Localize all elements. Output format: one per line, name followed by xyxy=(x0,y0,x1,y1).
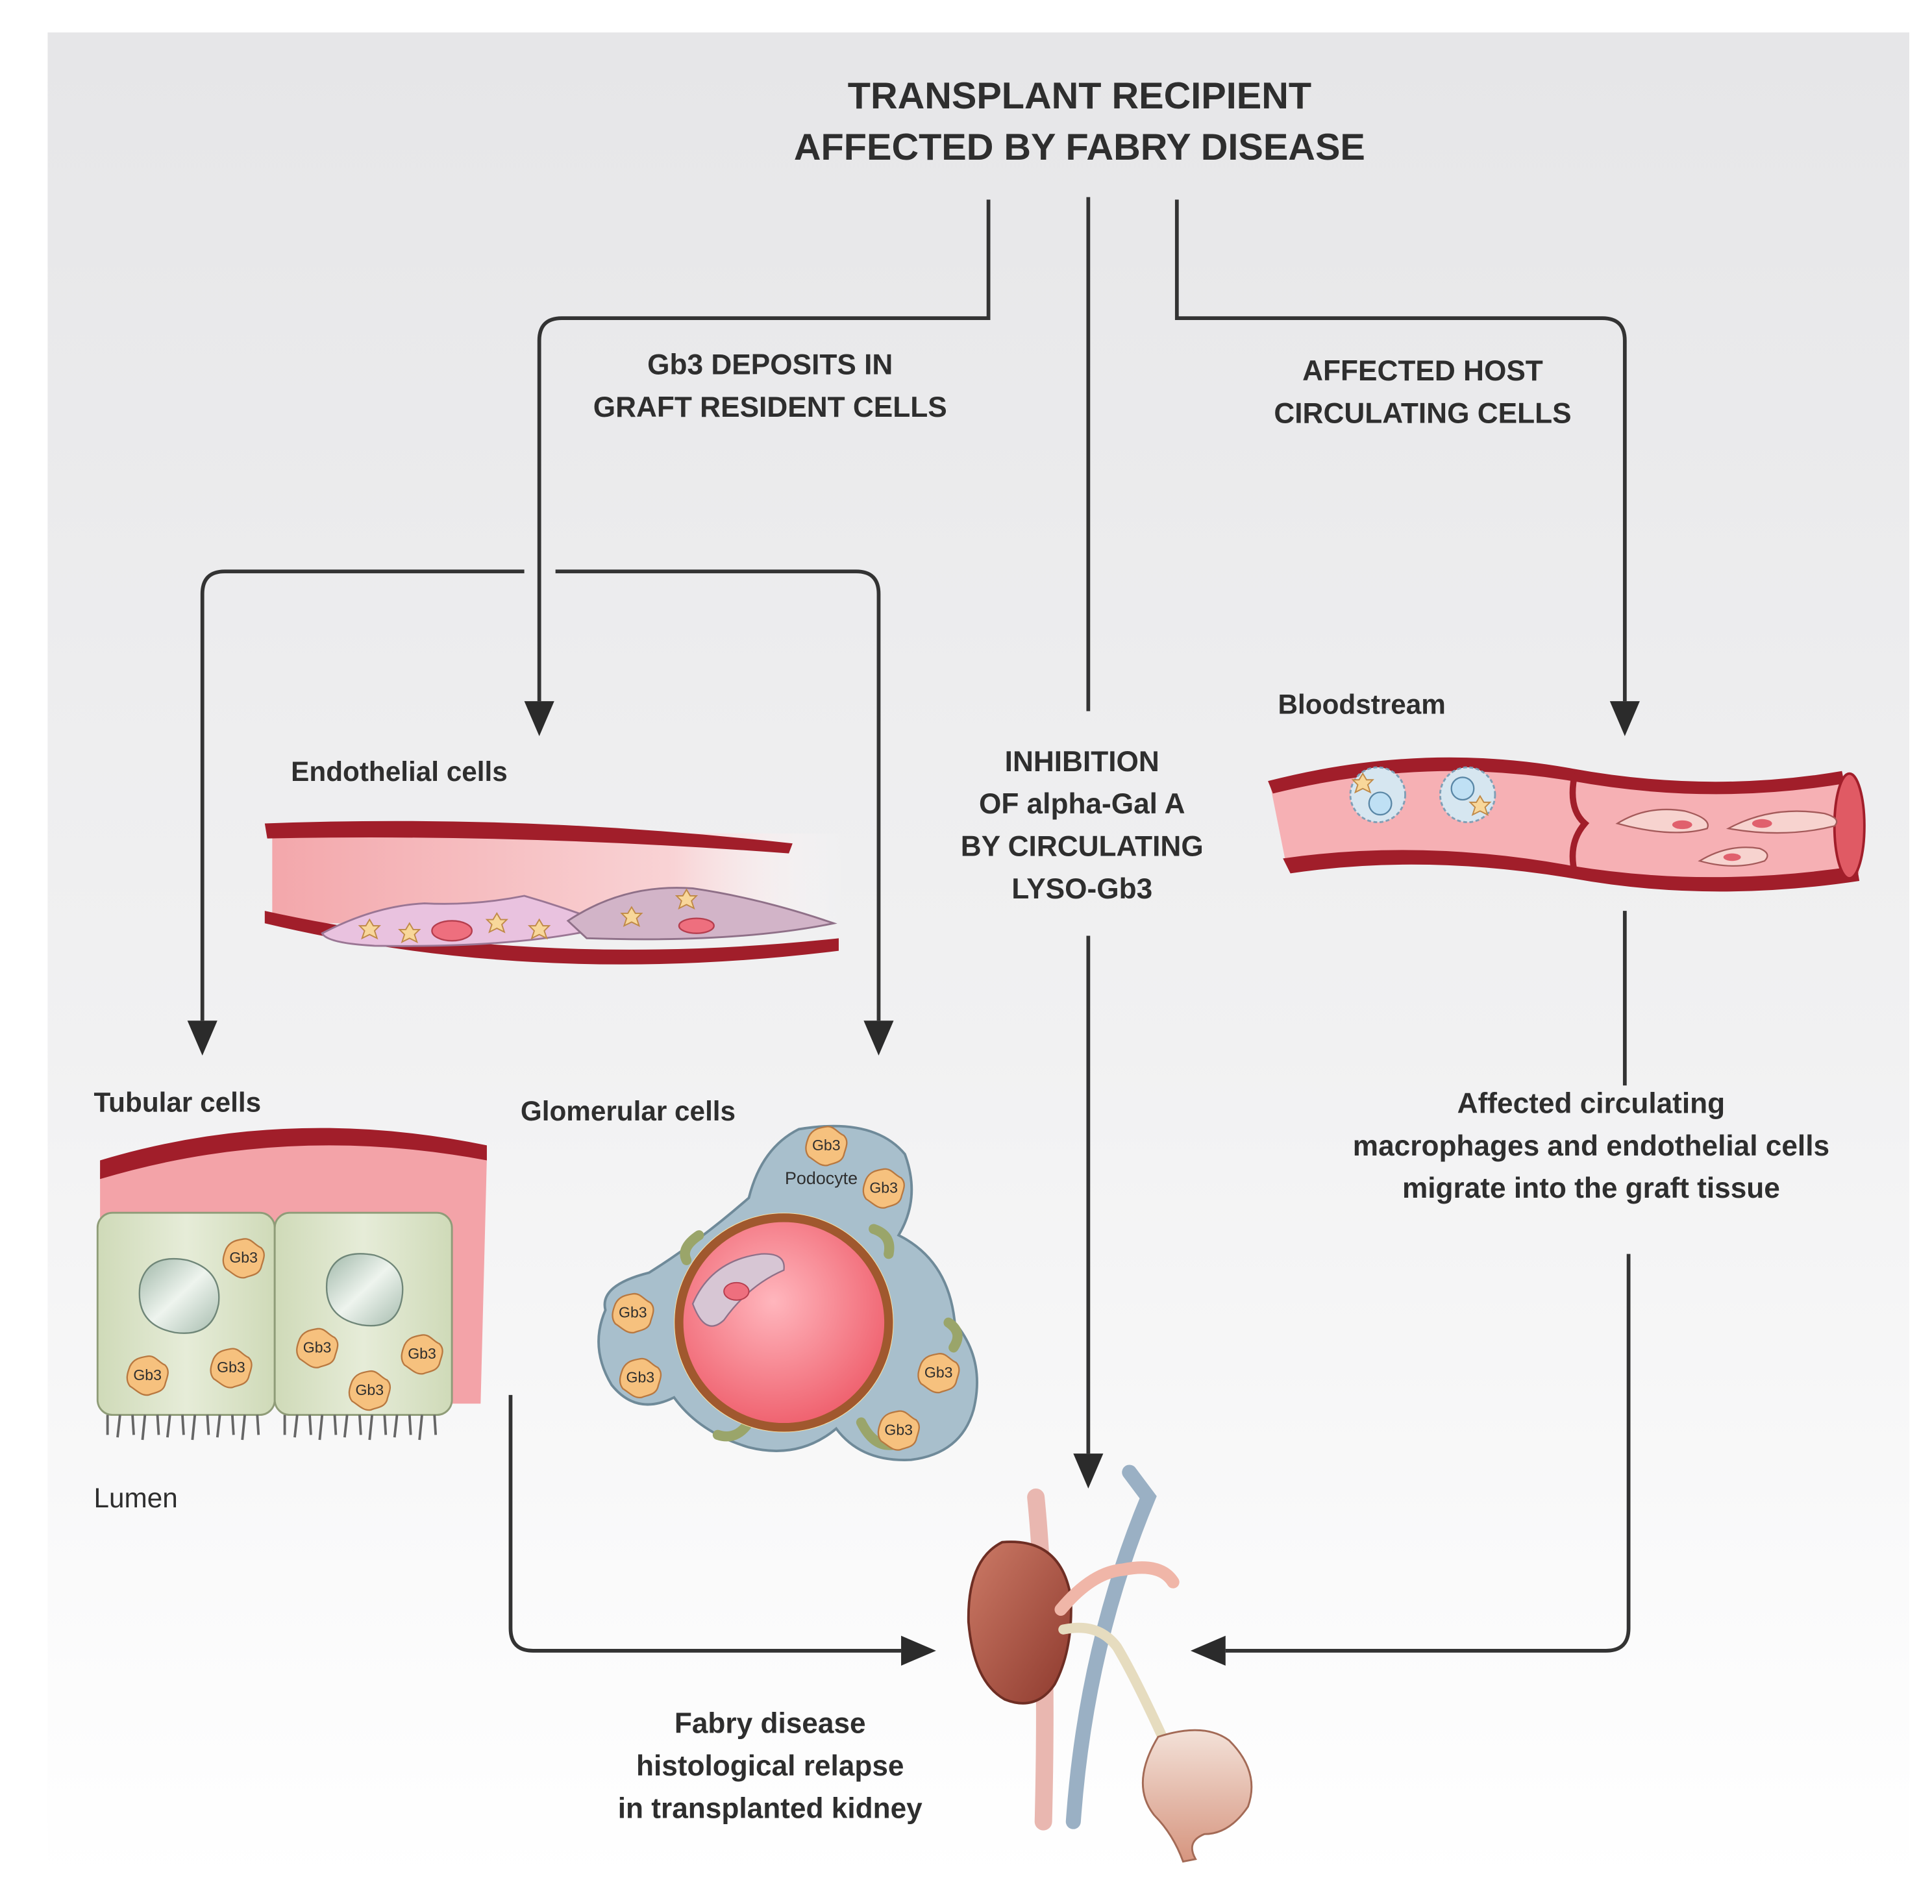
kidney xyxy=(967,1540,1072,1705)
lumen-label: Lumen xyxy=(94,1483,178,1513)
endothelial-lower-wall xyxy=(264,911,839,965)
arrow-to-bloodstream xyxy=(1174,199,1627,702)
flow-arrows xyxy=(187,197,1640,1666)
arrowhead-kidney-left xyxy=(901,1635,936,1666)
gb3-deposit-label: Gb3 xyxy=(355,1381,384,1398)
title-line-2: AFFECTED BY FABRY DISEASE xyxy=(794,127,1365,168)
podocyte-label: Podocyte xyxy=(785,1168,858,1188)
gb3-deposit-label: Gb3 xyxy=(869,1179,898,1196)
arrowhead-endothelial xyxy=(524,701,554,736)
gb3-deposit-label: Gb3 xyxy=(229,1249,258,1266)
gb3-deposit-label: Gb3 xyxy=(924,1364,953,1381)
migration-line-2: macrophages and endothelial cells xyxy=(1353,1130,1829,1162)
bloodstream-label: Bloodstream xyxy=(1278,689,1446,719)
tubular-outer-wall xyxy=(100,1128,487,1180)
gb3-deposit-label: Gb3 xyxy=(812,1137,841,1154)
gb3-deposit: Gb3 xyxy=(917,1353,960,1394)
outcome-line-3: in transplanted kidney xyxy=(618,1792,923,1824)
migration-line-3: migrate into the graft tissue xyxy=(1402,1172,1780,1204)
bloodstream-vessel-illustration xyxy=(1268,757,1866,892)
renal-artery xyxy=(1054,1561,1180,1616)
gb3-deposit: Gb3 xyxy=(210,1348,253,1389)
center-branch-line-2: OF alpha-Gal A xyxy=(979,788,1185,820)
arrow-to-endothelial xyxy=(537,199,991,702)
endothelial-label: Endothelial cells xyxy=(291,756,508,787)
circulating-macrophage xyxy=(1349,766,1406,824)
gb3-deposit: Gb3 xyxy=(401,1334,443,1375)
gb3-deposit-label: Gb3 xyxy=(619,1304,647,1321)
bloodstream-junction xyxy=(1569,773,1590,874)
gb3-deposit: Gb3 xyxy=(126,1355,169,1396)
glomerular-illustration: Gb3 Gb3 Gb3 Gb3 Gb3 Gb3 Podocyte xyxy=(597,1124,978,1461)
tubular-cells-illustration: Gb3 Gb3 Gb3 Gb3 Gb3 Gb3 xyxy=(96,1128,487,1440)
gb3-deposit-label: Gb3 xyxy=(408,1345,436,1362)
arrowhead-tubular xyxy=(187,1020,217,1056)
gb3-deposit-label: Gb3 xyxy=(133,1366,162,1383)
center-branch-line-4: LYSO-Gb3 xyxy=(1011,873,1152,905)
endothelial-upper-wall xyxy=(264,821,793,854)
center-branch-line-1: INHIBITION xyxy=(1005,746,1159,778)
glomerular-label: Glomerular cells xyxy=(521,1096,736,1126)
arrow-migration-to-kidney xyxy=(1225,1254,1631,1653)
gb3-deposit: Gb3 xyxy=(612,1292,654,1334)
circulating-macrophage xyxy=(1439,766,1496,824)
podocyte-foot-processes xyxy=(680,1224,963,1450)
right-branch-line-1: AFFECTED HOST xyxy=(1302,355,1543,387)
gb3-deposit: Gb3 xyxy=(348,1370,391,1411)
circulating-endothelial-cells xyxy=(1615,808,1838,867)
title-line-1: TRANSPLANT RECIPIENT xyxy=(848,75,1311,117)
left-branch-line-2: GRAFT RESIDENT CELLS xyxy=(593,391,947,423)
gb3-deposit: Gb3 xyxy=(805,1126,848,1167)
arrowhead-glomerular xyxy=(863,1020,894,1056)
arrowhead-bloodstream xyxy=(1609,701,1640,736)
gb3-deposit: Gb3 xyxy=(862,1168,905,1209)
iliac-vein xyxy=(1065,1465,1157,1829)
gb3-deposit: Gb3 xyxy=(222,1238,265,1279)
gb3-deposit-label: Gb3 xyxy=(884,1421,913,1438)
gb3-deposit: Gb3 xyxy=(877,1410,921,1451)
endothelial-cell-2 xyxy=(566,887,837,941)
arrowhead-kidney-top xyxy=(1073,1453,1104,1489)
arrow-to-tubular xyxy=(200,569,525,1021)
outcome-line-1: Fabry disease xyxy=(675,1708,866,1740)
gb3-deposit-label: Gb3 xyxy=(217,1359,245,1376)
bloodstream-upper-wall xyxy=(1268,757,1845,795)
right-branch-line-2: CIRCULATING CELLS xyxy=(1274,398,1571,430)
endothelial-nucleus-1 xyxy=(431,920,473,942)
gb3-deposit-label: Gb3 xyxy=(303,1339,332,1355)
left-branch-line-1: Gb3 DEPOSITS IN xyxy=(647,349,893,381)
tubular-label: Tubular cells xyxy=(94,1087,262,1118)
arrowhead-kidney-right xyxy=(1190,1635,1226,1666)
tubular-nucleus-1 xyxy=(138,1257,220,1334)
transplanted-kidney-illustration xyxy=(967,1465,1253,1863)
endothelial-nucleus-2 xyxy=(678,917,715,934)
tubular-microvilli xyxy=(106,1415,438,1440)
capillary-endothelial-nucleus xyxy=(723,1281,750,1301)
gb3-deposit: Gb3 xyxy=(296,1328,339,1368)
endothelial-vessel-illustration xyxy=(264,821,847,965)
arrow-cells-to-kidney xyxy=(508,1394,902,1653)
center-branch-line-3: BY CIRCULATING xyxy=(961,831,1204,863)
gb3-deposit-label: Gb3 xyxy=(626,1369,655,1386)
outcome-line-2: histological relapse xyxy=(636,1750,904,1782)
arrow-to-glomerular xyxy=(555,569,881,1021)
tubular-nucleus-2 xyxy=(325,1253,404,1327)
bloodstream-vessel-opening xyxy=(1833,772,1866,880)
gb3-deposit: Gb3 xyxy=(619,1357,662,1399)
migration-line-1: Affected circulating xyxy=(1457,1087,1726,1119)
bladder xyxy=(1142,1729,1253,1863)
